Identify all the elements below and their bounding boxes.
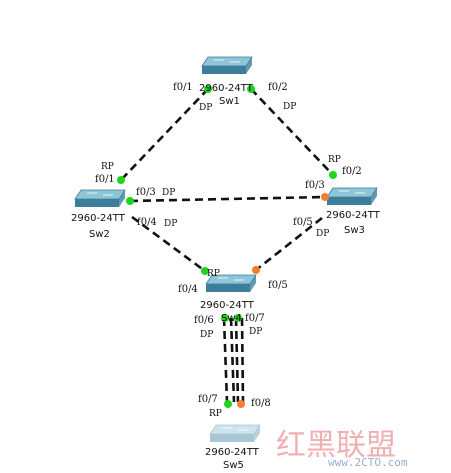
port-indicator-dot — [237, 400, 245, 408]
switch-icon-part — [250, 275, 256, 292]
port-indicator-dot — [247, 85, 255, 93]
switch-icon-part — [74, 189, 126, 200]
port-label: f0/8 — [251, 398, 271, 409]
switch-labels: 2960-24TT Sw1 2960-24TT Sw2 2960-24TT Sw… — [71, 83, 381, 471]
port-indicator-dot — [234, 314, 242, 322]
switch-icon — [205, 274, 257, 292]
switch-icon-part — [209, 424, 261, 435]
switch-icon-part — [371, 188, 377, 205]
switch-icon-part — [327, 197, 371, 205]
switch-model-label: 2960-24TT — [205, 447, 260, 458]
switch-sw5[interactable] — [209, 424, 261, 442]
switch-name-label: Sw5 — [223, 460, 244, 471]
switch-name-label: Sw3 — [344, 225, 365, 236]
port-label: f0/3 — [305, 180, 325, 191]
link-sw3-sw4[interactable] — [255, 216, 323, 272]
switch-model-label: 2960-24TT — [326, 210, 381, 221]
switch-icon-part — [254, 425, 260, 442]
port-indicator-dot — [221, 314, 229, 322]
port-label: f0/2 — [342, 166, 362, 177]
port-label: f0/7 — [245, 313, 265, 324]
switch-icon-part — [119, 190, 125, 207]
port-role-label: RP — [101, 162, 114, 172]
port-role-label: DP — [164, 219, 177, 229]
port-role-label: RP — [328, 155, 341, 165]
switch-name-label: Sw2 — [89, 229, 110, 240]
port-role-label: RP — [207, 269, 220, 279]
link-sw2-sw3[interactable] — [129, 195, 326, 203]
port-indicator-dot — [224, 400, 232, 408]
port-indicator-dot — [117, 176, 125, 184]
port-indicator-dot — [252, 266, 260, 274]
switch-icon — [201, 56, 253, 74]
port-role-label: DP — [316, 229, 329, 239]
switch-icon-part — [210, 434, 254, 442]
port-role-label: DP — [249, 327, 262, 337]
port-role-label: DP — [200, 330, 213, 340]
switch-sw4[interactable] — [205, 274, 257, 292]
port-label: f0/3 — [136, 187, 156, 198]
switch-icon — [74, 189, 126, 207]
links — [120, 88, 334, 403]
stp-role-labels: DP DP RP DP DP RP DP RP DP DP RP — [101, 102, 341, 419]
link-sw4-sw5-a2[interactable] — [229, 317, 236, 403]
port-indicator-dot — [201, 267, 209, 275]
port-label: f0/4 — [178, 284, 198, 295]
port-label: f0/4 — [137, 217, 157, 228]
link-sw4-sw5-a[interactable] — [222, 317, 229, 403]
port-label: f0/5 — [268, 280, 288, 291]
port-indicator-dot — [329, 171, 337, 179]
port-role-label: DP — [283, 102, 296, 112]
switch-sw2[interactable] — [74, 189, 126, 207]
port-indicator-dot — [126, 197, 134, 205]
switch-icon-part — [246, 57, 252, 74]
port-role-label: DP — [162, 188, 175, 198]
link-sw4-sw5-b2[interactable] — [240, 317, 245, 403]
port-indicators — [117, 85, 337, 408]
switch-icon-part — [75, 199, 119, 207]
switch-icon — [326, 187, 378, 205]
port-indicator-dot — [204, 85, 212, 93]
switch-model-label: 2960-24TT — [71, 213, 126, 224]
port-label: f0/7 — [198, 394, 218, 405]
switch-icon-part — [202, 66, 246, 74]
link-sw1-sw3[interactable] — [250, 88, 334, 176]
port-indicator-dot — [321, 193, 329, 201]
port-labels: f0/1 f0/2 f0/1 f0/3 f0/4 f0/2 f0/3 f0/5 … — [95, 82, 362, 409]
link-sw1-sw2[interactable] — [120, 88, 209, 181]
port-label: f0/6 — [194, 315, 214, 326]
switch-sw1[interactable] — [201, 56, 253, 74]
port-label: f0/5 — [293, 217, 313, 228]
switch-model-label: 2960-24TT — [199, 83, 254, 94]
switch-name-label: Sw1 — [219, 96, 240, 107]
switch-sw3[interactable] — [326, 187, 378, 205]
switch-icon-part — [201, 56, 253, 67]
watermark-logo-text: 红黑联盟 — [276, 428, 396, 463]
port-label: f0/1 — [95, 174, 115, 185]
link-sw4-sw5-b[interactable] — [234, 317, 240, 403]
port-label: f0/2 — [268, 82, 288, 93]
switch-icon-part — [326, 187, 378, 198]
switch-icon-part — [206, 284, 250, 292]
port-label: f0/1 — [173, 82, 193, 93]
port-role-label: RP — [209, 409, 222, 419]
link-sw2-sw4[interactable] — [131, 215, 206, 273]
watermark-url: www.2CTO.com — [328, 456, 408, 469]
switch-model-label: 2960-24TT — [200, 300, 255, 311]
watermark: 红黑联盟 www.2CTO.com — [276, 428, 408, 469]
port-role-label: DP — [199, 103, 212, 113]
switch-icon — [209, 424, 261, 442]
switch-name-label: Sw4 — [221, 313, 242, 324]
